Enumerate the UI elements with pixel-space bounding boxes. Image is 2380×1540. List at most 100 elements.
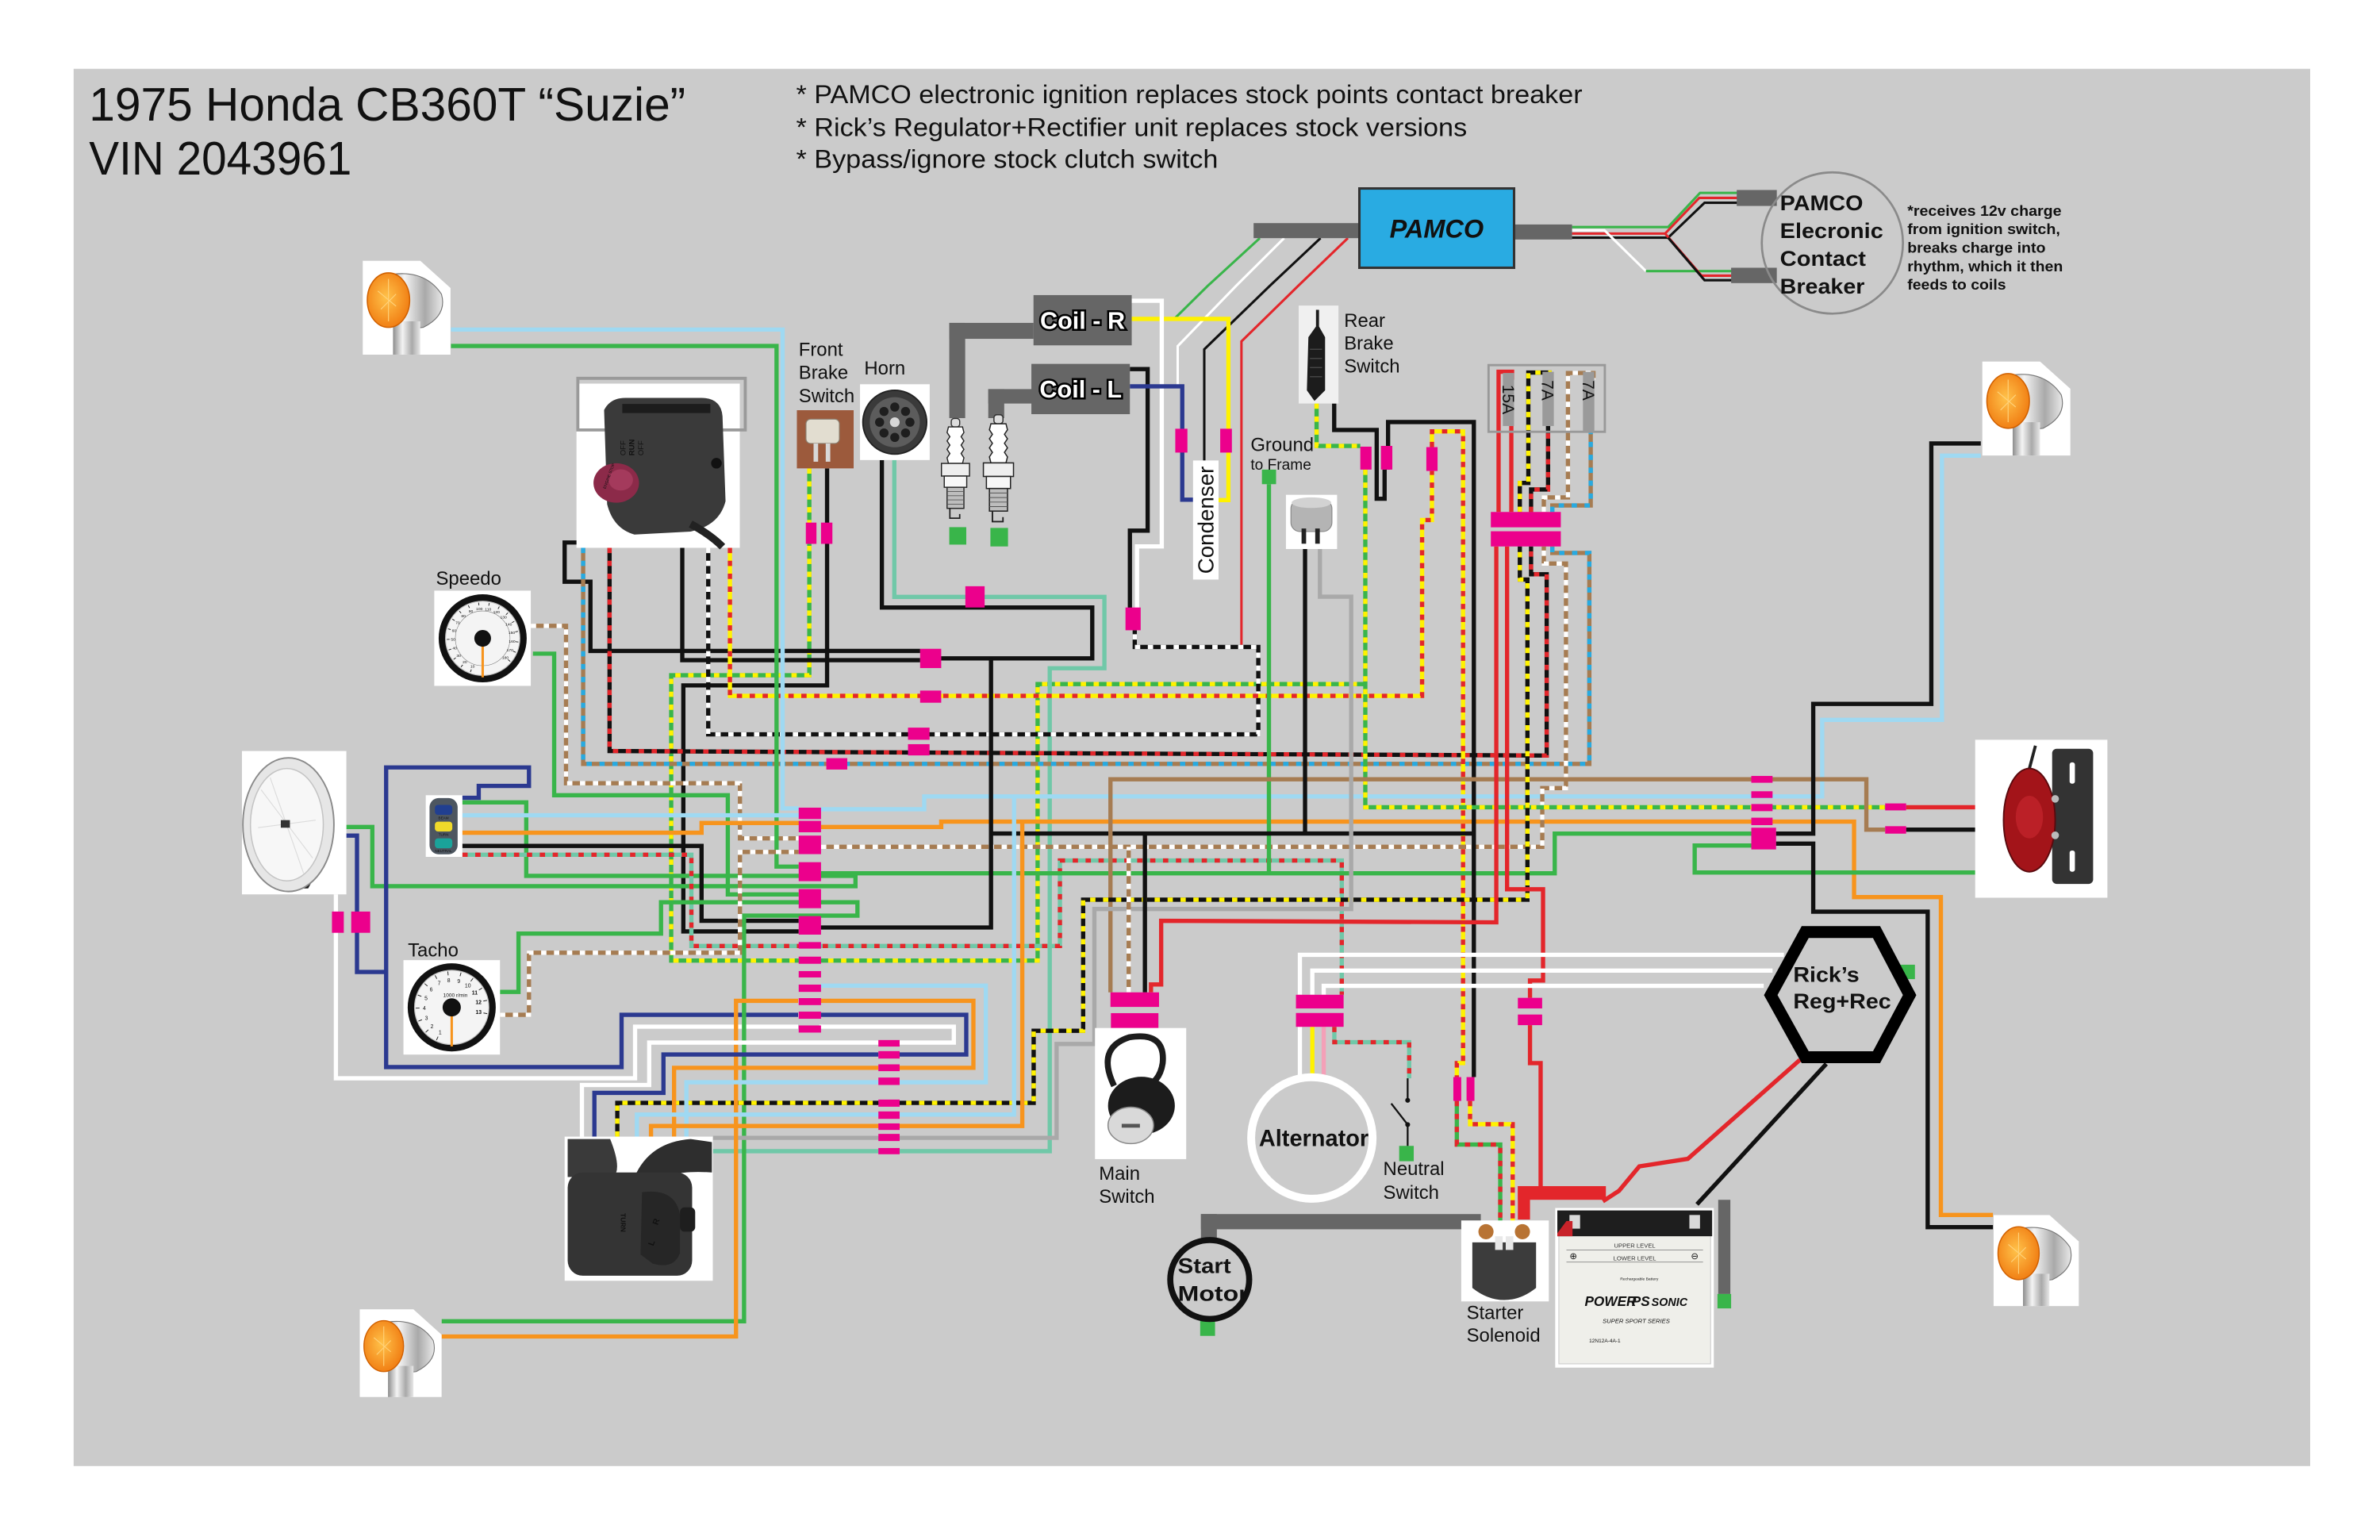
battery-model: 12N12A-4A-1 [1589, 1338, 1621, 1344]
speedo-number: 170 [507, 648, 514, 653]
wire-pamco-l-black-insulation [1203, 237, 1322, 461]
wire-ind-teal-red-tracer-stripe [462, 852, 1345, 995]
connector [805, 522, 817, 544]
wire-regrec-red [1601, 1058, 1802, 1204]
neutral-switch: Neutral Switch [1384, 1078, 1445, 1204]
speedo-number: 10 [470, 664, 475, 669]
main-switch-label: Main [1099, 1163, 1140, 1185]
wire-lsw-ltblue-2-insulation [635, 796, 1016, 1137]
connector [908, 728, 930, 740]
connector [1751, 828, 1776, 850]
alternator-label: Alternator [1259, 1125, 1369, 1151]
wire-tacho-brown-white-tracer-stripe [500, 850, 799, 1017]
wire-tl-ltblue-insulation [451, 327, 799, 811]
left-handlebar-switch: TURN L R [564, 1136, 713, 1281]
connector [1111, 1012, 1159, 1028]
wire-main-red-insulation [1149, 546, 1499, 993]
battery-plus: ⊕ [1569, 1252, 1577, 1262]
tacho-number: 11 [472, 991, 478, 997]
pamco-module-box [1357, 187, 1516, 270]
pamco-breaker-line: Contact [1780, 247, 1866, 271]
wire-sol-green-red-tracer-stripe [1454, 1100, 1503, 1222]
wire-pamco-r-white [1572, 229, 1647, 272]
connector [1751, 817, 1773, 825]
connector [878, 1111, 900, 1119]
ground-terminal [1200, 1320, 1215, 1336]
rick-regulator-rectifier: Rick’s Reg+Rec [1764, 926, 1917, 1063]
wire-fbrake-black-insulation [681, 468, 830, 934]
connector [1491, 512, 1561, 528]
wire-horn-black [879, 460, 1095, 661]
wire-alt-white-2 [1310, 968, 1773, 995]
wire-pamco-l-green-insulation [1173, 237, 1261, 321]
wire-alt-white-1 [1297, 952, 1784, 995]
battery-series: SUPER SPORT SERIES [1603, 1317, 1671, 1324]
connector [965, 586, 985, 608]
front-brake-switch-label: Switch [799, 386, 854, 407]
connector [1426, 447, 1438, 471]
pamco-note: *receives 12v charge from ignition switc… [1907, 203, 2063, 293]
connector [798, 942, 821, 949]
speedo-number-tick [453, 657, 456, 660]
battery-negative-terminal [1689, 1215, 1700, 1229]
tacho-number-tick [436, 1036, 439, 1041]
connector [332, 911, 344, 933]
connector [798, 1012, 821, 1020]
battery-upper-level: UPPER LEVEL [1614, 1242, 1655, 1250]
connector [919, 690, 942, 703]
note-line-2: * Rick’s Regulator+Rectifier unit replac… [797, 113, 1468, 142]
wire-lsw-ltblue-a-insulation [820, 983, 988, 1085]
wire-ind-blue-insulation [384, 765, 798, 1070]
wire-coil-r-yellow [1131, 317, 1231, 503]
wire-tr-ltblue [820, 453, 1981, 812]
connector [1751, 791, 1773, 798]
wire-pamco-r-green-up [1572, 191, 1737, 229]
front-brake-switch-label: Front [799, 340, 843, 361]
wire-main-red [1149, 546, 1499, 993]
wire-pamco-r-black-low [1667, 236, 1733, 282]
wire-rbrake-yellow-red [1430, 428, 1465, 1077]
cables [949, 190, 1777, 1294]
tacho-number-tick [425, 1029, 429, 1033]
wire-black-yellow [615, 546, 1530, 1137]
wire-lsw-blue-b [592, 1052, 879, 1137]
headlight-bulb [280, 820, 290, 828]
wire-ind-black [462, 843, 799, 924]
horn: Horn [860, 358, 930, 460]
speedo-number: 30 [456, 654, 461, 659]
wire-rbrake-yellow-red-tracer-stripe [1430, 428, 1465, 1077]
starter-cable [1200, 1214, 1481, 1230]
connector [798, 807, 821, 820]
wire-tacho-brown-white [500, 850, 799, 1017]
connector [1380, 446, 1393, 470]
connector [919, 648, 942, 669]
wire-horn-black-drop-insulation [820, 658, 993, 930]
neutral-switch-contact [1390, 1103, 1409, 1126]
wire-rbrake-green-yellow-tracer-stripe [1314, 403, 1361, 448]
battery-type: Rechargeable Battery [1620, 1277, 1659, 1282]
pamco-note-line: *receives 12v charge [1907, 203, 2061, 219]
pamco-contact-breaker: PAMCO Elecronic Contact Breaker [1760, 171, 1904, 315]
speedo-number-tick [467, 605, 470, 609]
wire-fbrake-green-yellow [669, 468, 1365, 963]
tacho-number-tick [424, 983, 428, 987]
wire-speedo-brown-white-tracer-stripe [531, 624, 799, 841]
wire-pamco-r-black-up-insulation [1572, 202, 1737, 240]
wire-rbrake-black-insulation [1332, 403, 1387, 501]
fuse-box-outline [1487, 363, 1606, 433]
wire-fuse3-brown-blue-tracer-stripe [1550, 431, 1593, 513]
connector [798, 956, 821, 964]
connector [1453, 1077, 1461, 1101]
wire-lsw-ltblue-b-insulation [684, 1080, 879, 1137]
connector [826, 758, 847, 770]
connector [798, 916, 821, 935]
coil-r-hightension-lead [949, 322, 1034, 340]
wire-sol-green-red [1454, 1100, 1503, 1222]
wire-lsw-white-a [819, 1024, 956, 1045]
battery-minus: ⊖ [1691, 1252, 1699, 1262]
wire-tail-brown-insulation [1108, 777, 1886, 993]
tacho-number-tick [434, 975, 438, 979]
fuse-15a [1503, 373, 1514, 426]
horn-label: Horn [864, 358, 905, 379]
